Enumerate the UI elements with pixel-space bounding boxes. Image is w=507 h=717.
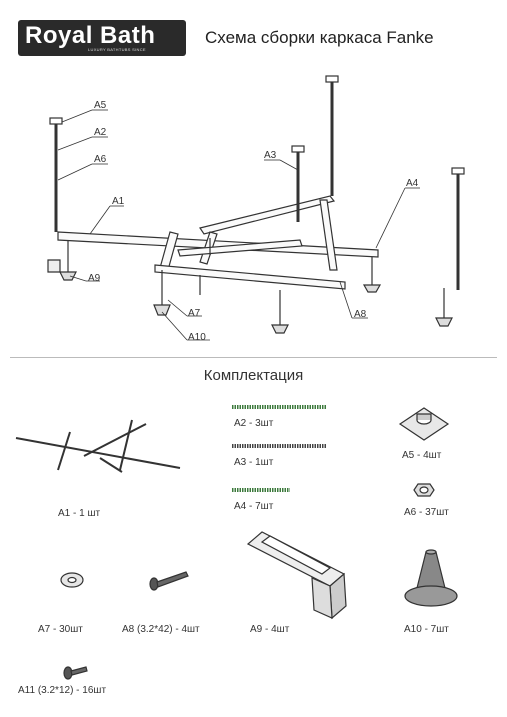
brand-logo: Royal Bath LUXURY BATHTUBS SINCE [18,20,186,56]
part-label-a9: А9 - 4шт [250,624,290,635]
page-title: Схема сборки каркаса Fanke [205,28,434,47]
section-divider [10,357,497,358]
part-a9-bracket [246,531,347,620]
callout-a10: A10 [188,332,206,343]
callout-a7: A7 [188,308,201,319]
frame-side-bar [177,239,303,257]
callout-a3: A3 [264,150,277,161]
part-a1-frame [15,419,181,473]
frame-cross-right [319,199,338,271]
part-a7-washer [60,572,84,588]
callout-a8: A8 [354,309,367,320]
part-label-a5: А5 - 4шт [402,450,442,461]
part-label-a1: А1 - 1 шт [58,508,101,519]
section-title: Комплектация [203,367,304,384]
brand-name: Royal Bath [25,22,156,49]
part-a6-nut [413,483,435,497]
callout-a1: A1 [112,196,125,207]
frame-lower-rail [154,264,346,290]
part-label-a7: А7 - 30шт [38,624,83,635]
part-label-a11: А11 (3.2*12) - 16шт [18,685,107,696]
part-label-a4: А4 - 7шт [234,501,274,512]
callout-a9: A9 [88,273,101,284]
brand-tagline: LUXURY BATHTUBS SINCE [88,47,146,52]
part-a5-plate [398,407,450,441]
callout-a6: A6 [94,154,107,165]
part-a8-screw [149,571,189,591]
callout-a5: A5 [94,100,107,111]
part-a11-screw [63,666,88,680]
part-label-a2: А2 - 3шт [234,418,274,429]
frame-back-rail [199,195,336,235]
part-label-a10: А10 - 7шт [404,624,449,635]
part-label-a8: А8 (3.2*42) - 4шт [122,624,200,635]
part-label-a6: А6 - 37шт [404,507,449,518]
part-a10-foot [404,549,458,607]
callout-a4: A4 [406,178,419,189]
part-label-a3: А3 - 1шт [234,457,274,468]
callout-a2: A2 [94,127,107,138]
